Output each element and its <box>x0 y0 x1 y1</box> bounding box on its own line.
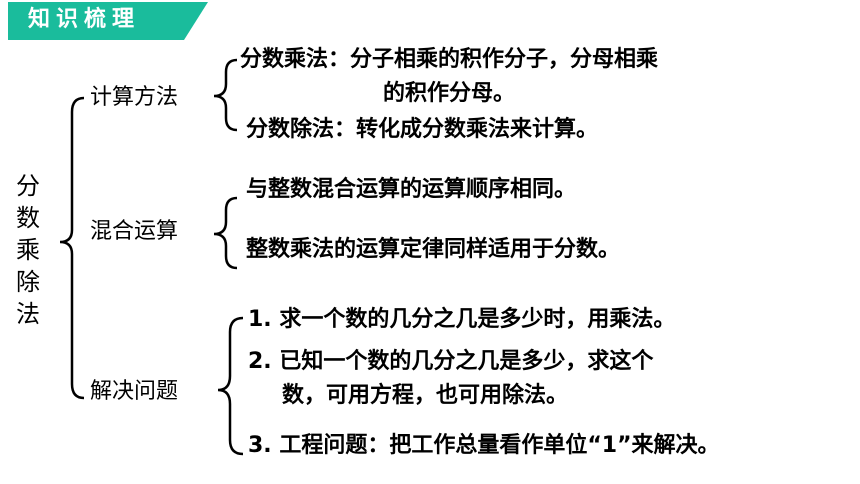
item-text-line: 与整数混合运算的运算顺序相同。 <box>246 177 577 202</box>
section-badge <box>8 2 208 40</box>
sub-brace-2 <box>213 196 238 270</box>
item-text-line: 2. 已知一个数的几分之几是多少，求这个 <box>248 349 654 374</box>
item-text-line: 的积作分母。 <box>383 81 516 106</box>
item-text-line: 数，可用方程，也可用除法。 <box>282 383 569 408</box>
item-text-line: 3. 工程问题：把工作总量看作单位“1”来解决。 <box>248 433 720 458</box>
item-text-line: 分数除法：转化成分数乘法来计算。 <box>246 117 599 142</box>
root-char: 数 <box>16 204 40 232</box>
item-text-line: 整数乘法的运算定律同样适用于分数。 <box>246 237 621 262</box>
root-char: 法 <box>16 300 40 328</box>
category-label-problem: 解决问题 <box>90 379 179 404</box>
category-label-mixed: 混合运算 <box>90 219 179 244</box>
root-char: 分 <box>16 172 40 200</box>
main-brace <box>59 96 85 400</box>
item-text-line: 1. 求一个数的几分之几是多少时，用乘法。 <box>248 307 676 332</box>
root-char: 除 <box>16 268 40 296</box>
category-label-method: 计算方法 <box>90 85 179 110</box>
sub-brace-1 <box>213 58 238 132</box>
item-text-line: 分数乘法：分子相乘的积作分子，分母相乘 <box>240 47 659 72</box>
section-badge-title: 知识梳理 <box>28 7 141 32</box>
sub-brace-3 <box>217 316 244 456</box>
root-char: 乘 <box>16 236 40 264</box>
